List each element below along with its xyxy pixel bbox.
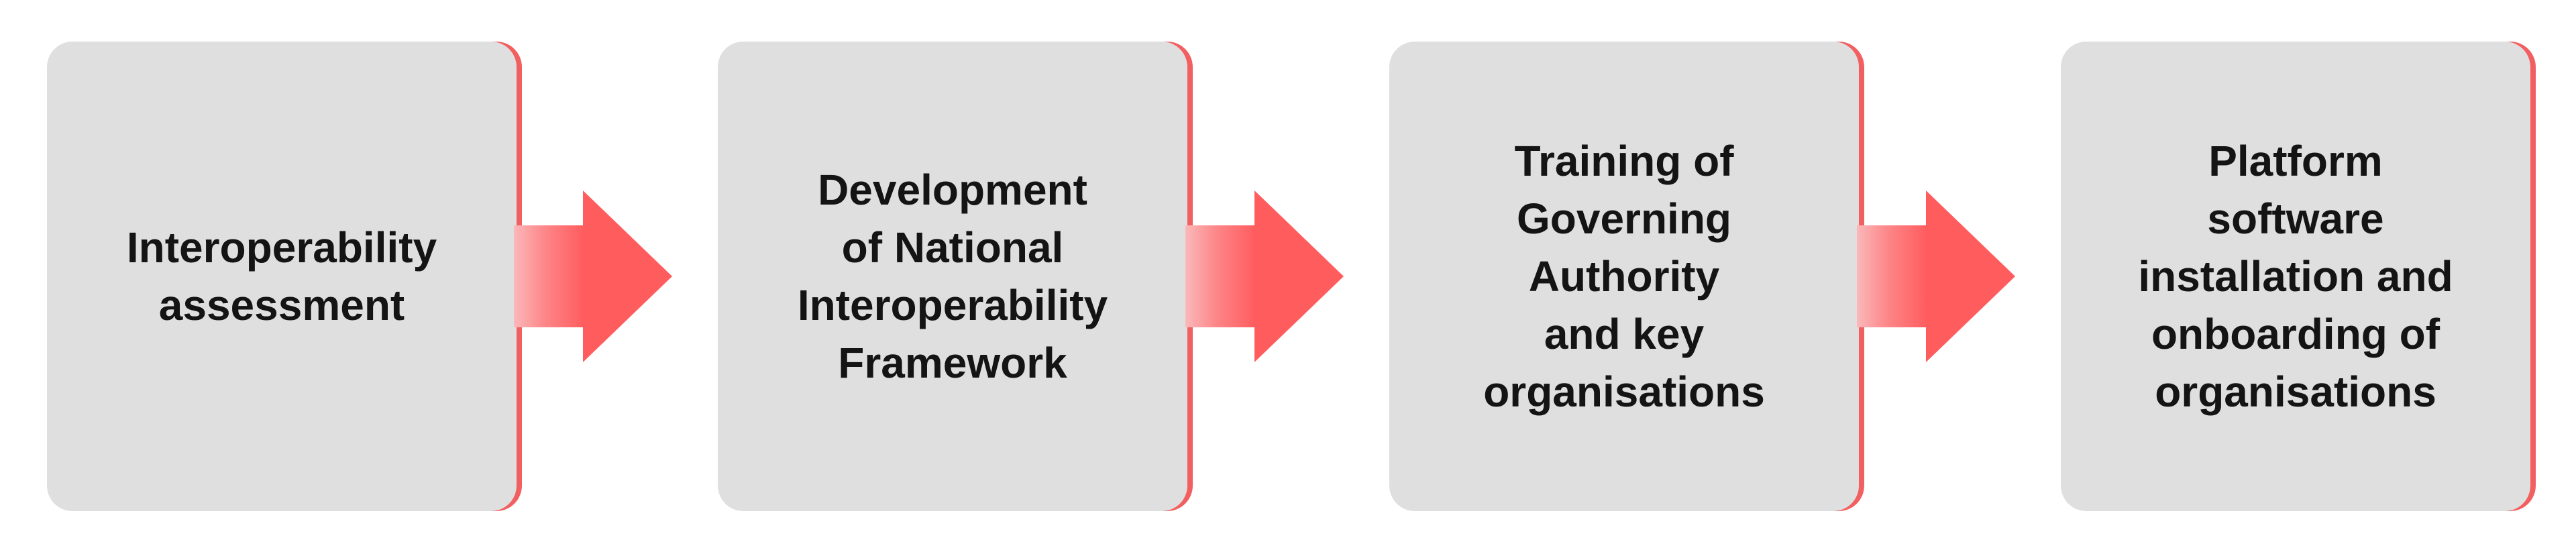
step-label-4: Platform software installation and onboa…: [2138, 137, 2453, 416]
step-label-1: Interoperability assessment: [126, 223, 437, 329]
step-box-4: Platform software installation and onboa…: [2061, 42, 2530, 511]
step-label-3: Training of Governing Authority and key …: [1483, 137, 1765, 416]
step-box-2: Development of National Interoperability…: [718, 42, 1187, 511]
step-box-1: Interoperability assessment: [47, 42, 517, 511]
right-arrow-icon: [1185, 190, 1344, 362]
step-box-3: Training of Governing Authority and key …: [1389, 42, 1859, 511]
right-arrow-icon: [514, 190, 672, 362]
right-arrow-icon: [1857, 190, 2015, 362]
step-label-2: Development of National Interoperability…: [797, 166, 1108, 387]
